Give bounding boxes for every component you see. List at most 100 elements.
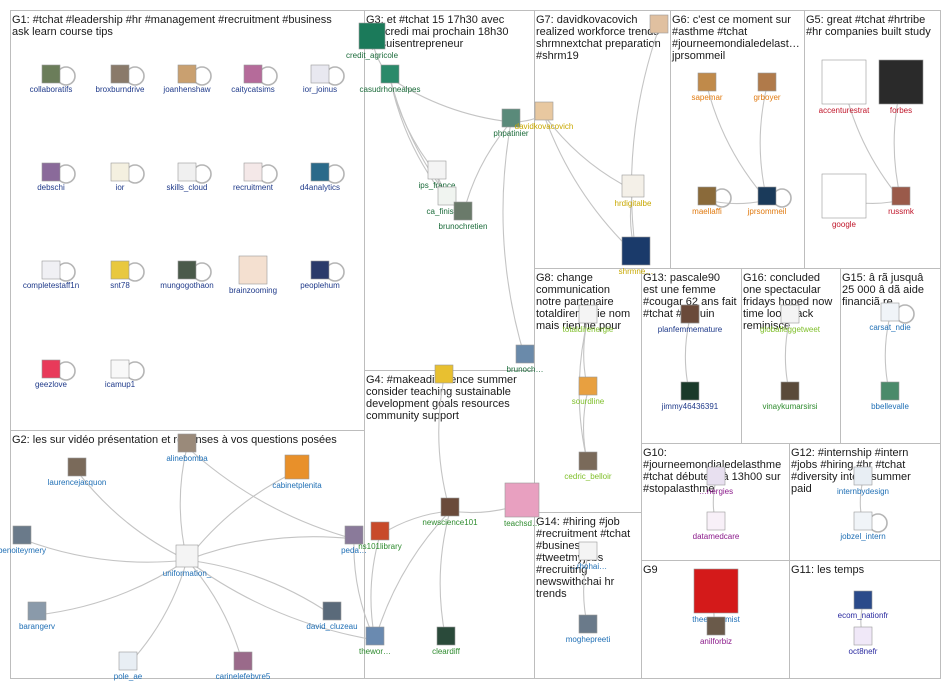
node-completestaff1n[interactable]: completestaff1n bbox=[23, 260, 79, 290]
avatar-icon bbox=[427, 160, 447, 180]
node-bbellevalle[interactable]: bbellevalle bbox=[871, 381, 909, 411]
node-label: ecom_nationfr bbox=[838, 611, 889, 620]
node-anilforbiz[interactable]: anilforbiz bbox=[700, 616, 732, 646]
edge-benoiteymery-uniformation_ bbox=[21, 538, 188, 563]
node-jimmy46436391[interactable]: jimmy46436391 bbox=[661, 381, 719, 411]
avatar-icon bbox=[118, 651, 138, 671]
node-google[interactable]: google bbox=[821, 173, 867, 229]
node-forbes[interactable]: forbes bbox=[878, 59, 924, 115]
node-g10head[interactable]: …nergies bbox=[699, 466, 733, 496]
node-label: ior_joinus bbox=[303, 85, 337, 94]
node-label: jprsommeil bbox=[747, 207, 787, 216]
node-label: uniformation_ bbox=[163, 569, 212, 578]
node-laurencejacquon[interactable]: laurencejacquon bbox=[48, 457, 107, 487]
avatar-icon bbox=[621, 174, 645, 198]
node-peda[interactable]: peda… bbox=[341, 525, 367, 555]
node-label: cedric_belloir bbox=[564, 472, 611, 481]
node-mungogothaon[interactable]: mungogothaon bbox=[160, 260, 214, 290]
node-credit_agricole[interactable]: credit_agricole bbox=[346, 22, 399, 60]
avatar-icon bbox=[821, 173, 867, 219]
node-d4analytics[interactable]: d4analytics bbox=[300, 162, 340, 192]
node-internbydesign[interactable]: internbydesign bbox=[837, 466, 889, 496]
node-maellaffi[interactable]: maellaffi bbox=[692, 186, 722, 216]
node-sapemar[interactable]: sapemar bbox=[691, 72, 723, 102]
node-newscience101[interactable]: newscience101 bbox=[422, 497, 478, 527]
group-box-g16 bbox=[741, 268, 841, 444]
node-ecom_nationfr[interactable]: ecom_nationfr bbox=[838, 590, 889, 620]
node-moghepreeti[interactable]: moghepreeti bbox=[566, 614, 611, 644]
node-recruitment[interactable]: recruitment bbox=[233, 162, 274, 192]
avatar-icon bbox=[41, 359, 61, 379]
node-skills_cloud[interactable]: skills_cloud bbox=[167, 162, 208, 192]
node-phpatinier[interactable]: phpatinier bbox=[493, 108, 529, 138]
node-jprsommeil[interactable]: jprsommeil bbox=[747, 186, 787, 216]
node-label: cabinetplenita bbox=[272, 481, 322, 490]
node-caitycatsims[interactable]: caitycatsims bbox=[231, 64, 275, 94]
avatar-icon bbox=[780, 304, 800, 324]
node-cleardiff[interactable]: cleardiff bbox=[432, 626, 461, 656]
node-g4head[interactable] bbox=[434, 364, 454, 384]
node-davidkovacovich[interactable]: davidkovacovich bbox=[515, 101, 574, 131]
node-grboyer[interactable]: grboyer bbox=[753, 72, 781, 102]
node-joanhenshaw[interactable]: joanhenshaw bbox=[162, 64, 211, 94]
node-benoiteymery[interactable]: benoiteymery bbox=[0, 525, 46, 555]
node-theeconomist[interactable]: theeconomist bbox=[692, 568, 741, 624]
node-david_cluzeau[interactable]: david_cluzeau bbox=[306, 601, 358, 631]
edge-g6head-shrmnextchat bbox=[630, 27, 660, 256]
node-cabinetplenita[interactable]: cabinetplenita bbox=[272, 454, 322, 490]
node-g13head[interactable] bbox=[680, 304, 700, 324]
node-casudrhonealpes[interactable]: casudrhonealpes bbox=[360, 64, 421, 94]
node-jobzel_intern[interactable]: jobzel_intern bbox=[839, 511, 886, 541]
node-label: shrmne… bbox=[619, 267, 654, 276]
node-label: thewor… bbox=[359, 647, 391, 656]
node-ior_joinus[interactable]: ior_joinus bbox=[303, 64, 337, 94]
node-debschi[interactable]: debschi bbox=[37, 162, 65, 192]
node-label: google bbox=[832, 220, 857, 229]
node-ns101library[interactable]: ns101library bbox=[358, 521, 402, 551]
node-snt78[interactable]: snt78 bbox=[110, 260, 130, 290]
node-carinelefebvre5[interactable]: carinelefebvre5 bbox=[216, 651, 271, 681]
node-geezlove[interactable]: geezlove bbox=[35, 359, 68, 389]
node-icamup1[interactable]: icamup1 bbox=[105, 359, 136, 389]
node-russmk[interactable]: russmk bbox=[888, 186, 915, 216]
edge-g4head-newscience101 bbox=[438, 377, 451, 512]
node-ca_finistere[interactable]: ca_finistere bbox=[427, 186, 468, 216]
node-brunochretien[interactable]: brunochretien bbox=[439, 201, 488, 231]
node-oct8nefr[interactable]: oct8nefr bbox=[849, 626, 878, 656]
node-totaldirenergie[interactable]: totaldirenergie bbox=[563, 304, 614, 334]
node-label: …nergies bbox=[699, 487, 733, 496]
node-shrmnextchat[interactable]: shrmne… bbox=[619, 236, 654, 276]
node-label: phpatinier bbox=[493, 129, 528, 138]
node-label: …rhohai… bbox=[569, 562, 607, 571]
node-g14head[interactable]: …rhohai… bbox=[569, 541, 607, 571]
node-sourdline[interactable]: sourdline bbox=[572, 376, 605, 406]
edge-phpatinier-brunoch bbox=[502, 121, 526, 359]
node-g6head[interactable] bbox=[649, 14, 669, 34]
node-datamedcare[interactable]: datamedcare bbox=[693, 511, 740, 541]
node-carsat_ndie[interactable]: carsat_ndie bbox=[869, 302, 911, 332]
node-peoplehum[interactable]: peoplehum bbox=[300, 260, 340, 290]
node-accenturestrat[interactable]: accenturestrat bbox=[819, 59, 870, 115]
avatar-icon bbox=[41, 162, 61, 182]
node-ior[interactable]: ior bbox=[110, 162, 130, 192]
node-uniformation_[interactable]: uniformation_ bbox=[163, 544, 212, 578]
node-broxburndrive[interactable]: broxburndrive bbox=[96, 64, 145, 94]
node-brunoch[interactable]: brunoch… bbox=[507, 344, 544, 374]
node-alinebomba[interactable]: alinebomba bbox=[166, 433, 208, 463]
node-theworld[interactable]: thewor… bbox=[359, 626, 391, 656]
node-vinaykumarsirsi[interactable]: vinaykumarsirsi bbox=[762, 381, 818, 411]
node-brainzooming[interactable]: brainzooming bbox=[229, 255, 277, 295]
node-hrdigitalbe[interactable]: hrdigitalbe bbox=[615, 174, 652, 208]
avatar-icon bbox=[310, 162, 330, 182]
avatar-icon bbox=[504, 482, 540, 518]
node-collaboratifs[interactable]: collaboratifs bbox=[30, 64, 73, 94]
node-teachsdgs[interactable]: teachsd… bbox=[504, 482, 540, 528]
node-g16label[interactable]: globalleggetweet bbox=[760, 304, 821, 334]
edge-alinebomba-peda bbox=[186, 446, 355, 540]
node-ips_france[interactable]: ips_france bbox=[419, 160, 456, 190]
node-barangerv[interactable]: barangerv bbox=[19, 601, 55, 631]
node-pole_ae[interactable]: pole_ae bbox=[114, 651, 143, 681]
node-cedric_belloir[interactable]: cedric_belloir bbox=[564, 451, 612, 481]
